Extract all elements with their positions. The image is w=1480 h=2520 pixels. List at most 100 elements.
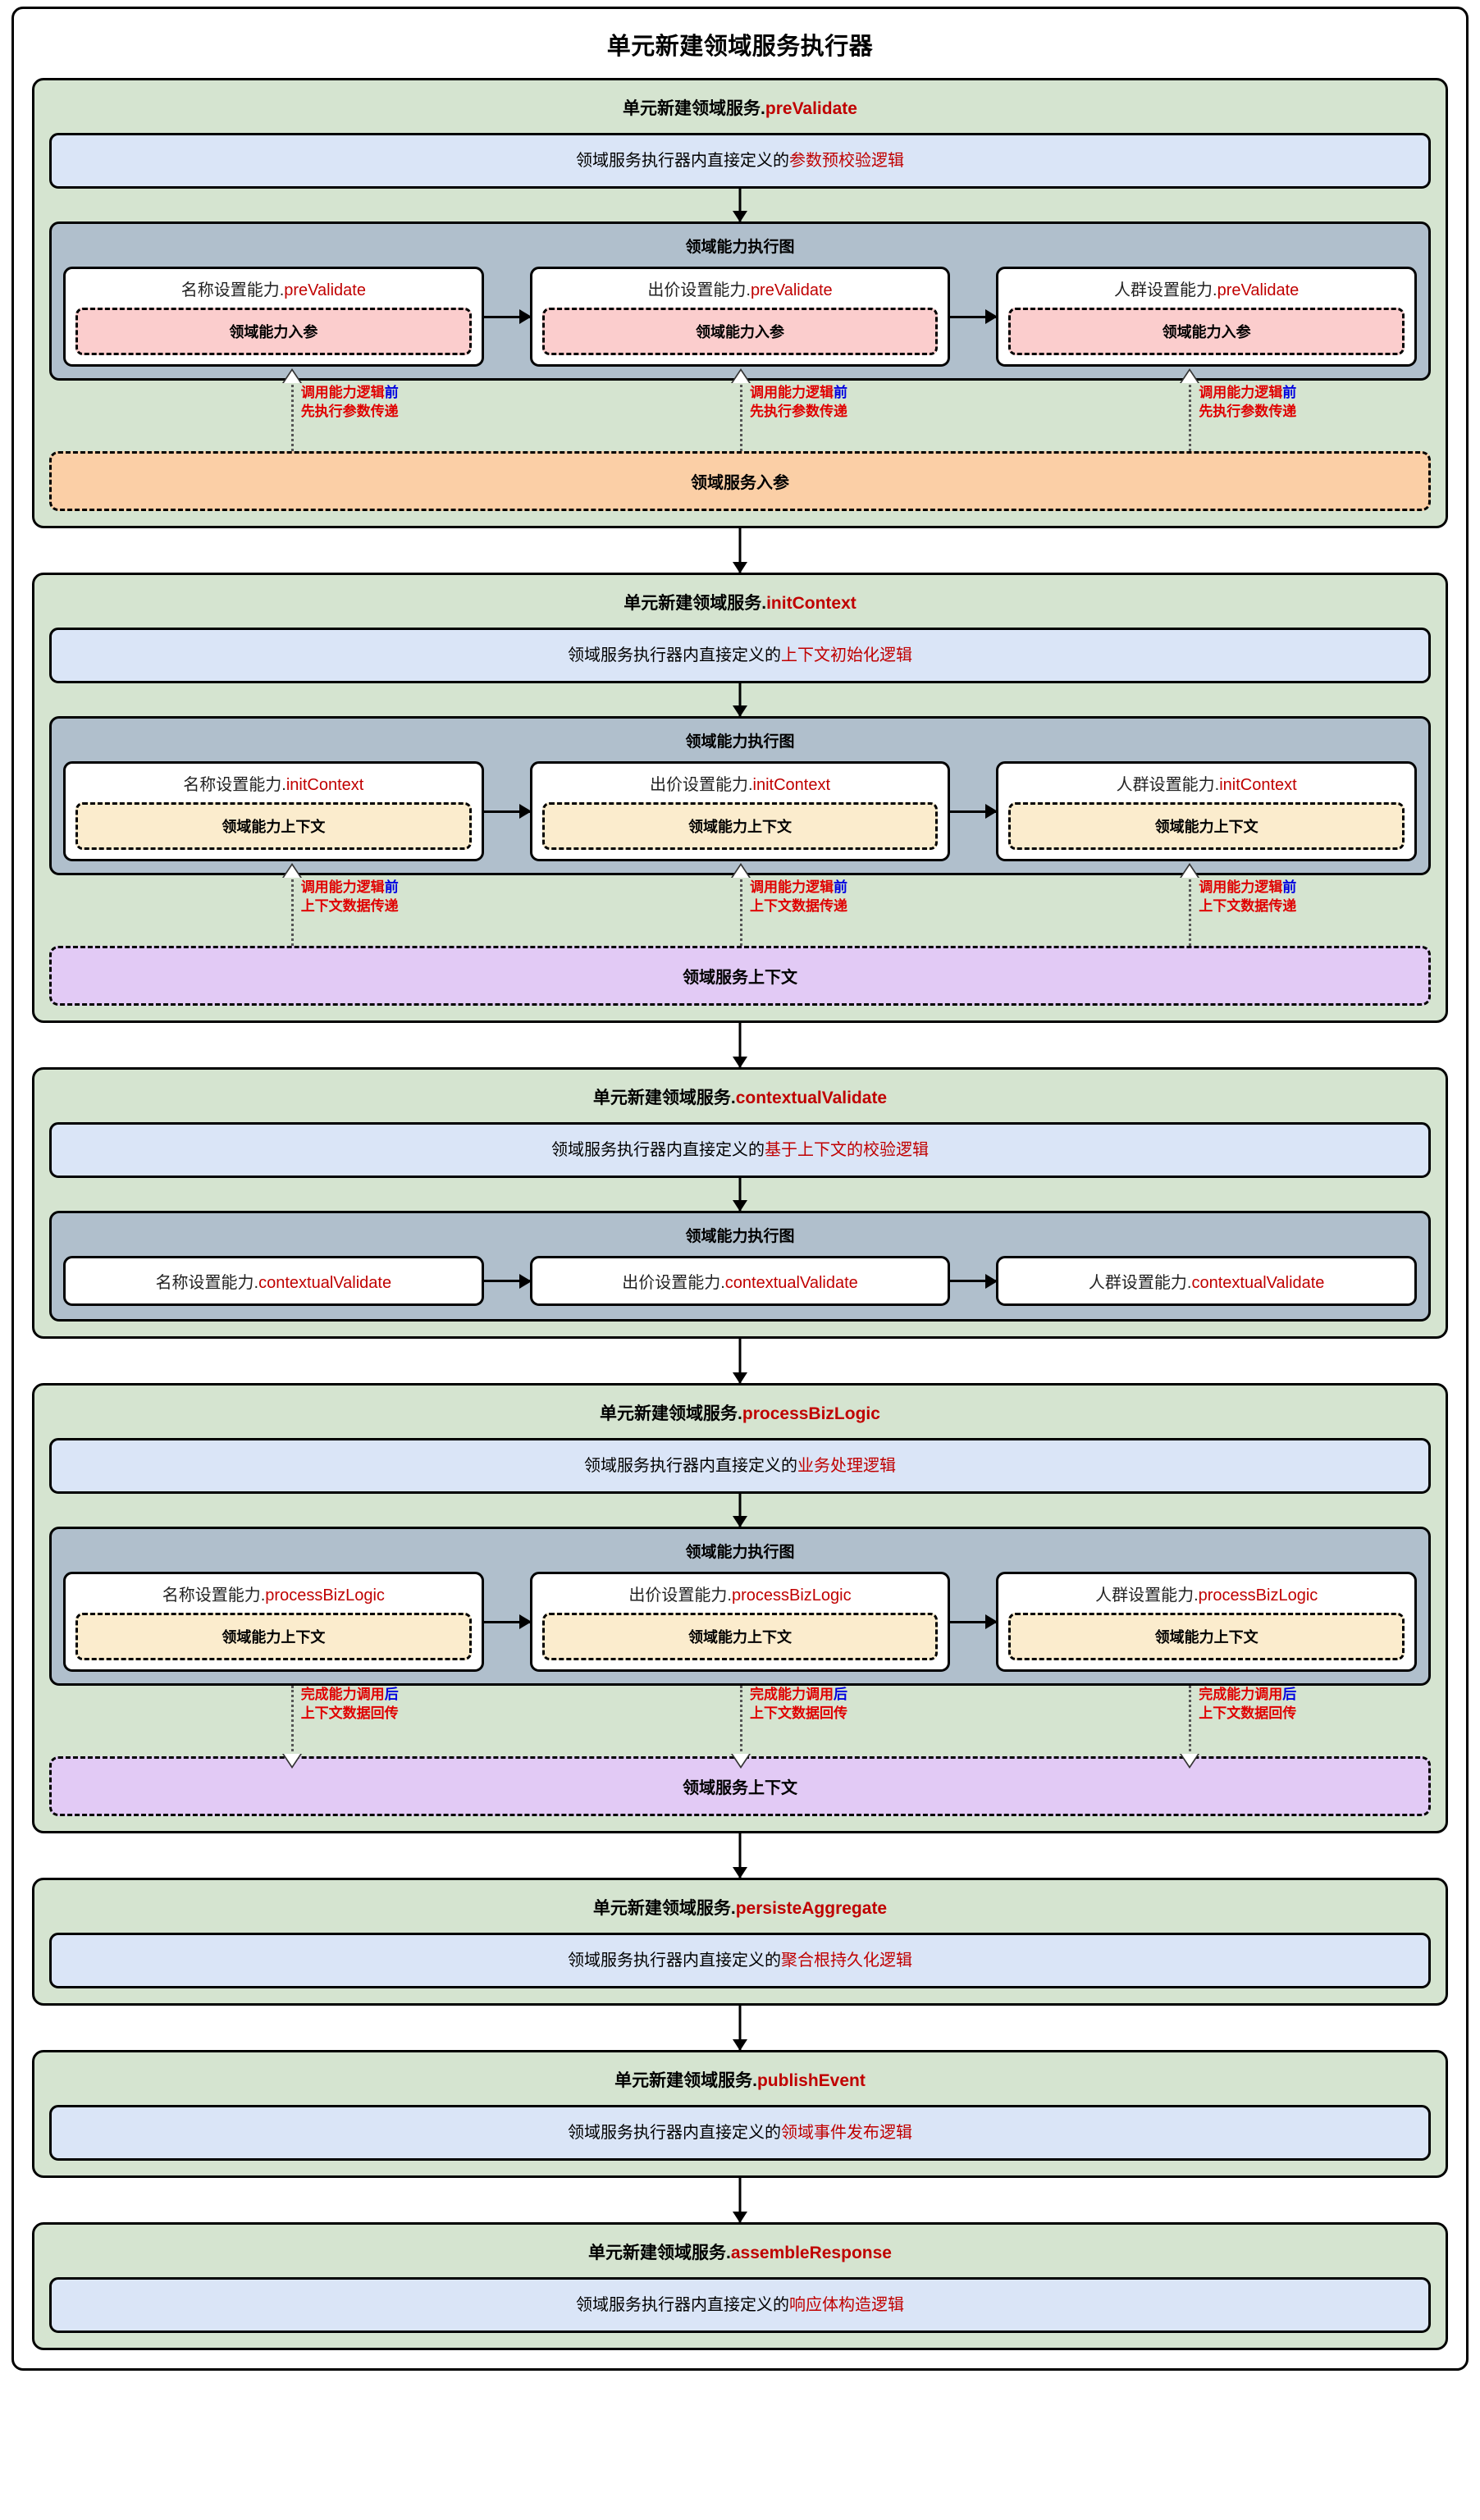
connector-arrowhead [733, 705, 747, 717]
transfer-label: 调用能力逻辑前上下文数据传递 [1199, 879, 1296, 916]
transfer-label-line2: 上下文数据传递 [300, 897, 399, 914]
capability-graph-title: 领域能力执行图 [685, 1228, 795, 1245]
connector-line [738, 1494, 742, 1527]
capability-method: processBizLogic [731, 1586, 852, 1605]
logic-bar-assembleResponse: 领域服务执行器内直接定义的响应体构造逻辑 [49, 2277, 1431, 2333]
transfer-label-line1-blue: 前 [834, 879, 847, 895]
logic-bar-processBizLogic: 领域服务执行器内直接定义的业务处理逻辑 [49, 1438, 1431, 1494]
transfer-label: 调用能力逻辑前先执行参数传递 [1199, 384, 1296, 422]
transfer-arrowhead [733, 1754, 749, 1766]
transfer-dashed-line [1189, 381, 1192, 451]
phase-connector-line [738, 1023, 742, 1067]
logic-prefix: 领域服务执行器内直接定义的 [576, 2296, 789, 2314]
connector-line [738, 189, 742, 221]
connector-arrowhead [733, 1200, 747, 1212]
transfer-arrowhead [283, 1754, 300, 1766]
logic-highlight: 参数预校验逻辑 [789, 152, 904, 170]
capability-name: 出价设置能力.processBizLogic [542, 1582, 939, 1605]
capability-box[interactable]: 出价设置能力.processBizLogic 领域能力上下文 [529, 1572, 951, 1672]
logic-prefix: 领域服务执行器内直接定义的 [568, 1952, 781, 1970]
phase-connector [14, 528, 1466, 573]
capability-box[interactable]: 名称设置能力.initContext 领域能力上下文 [63, 761, 484, 861]
capability-method: contextualValidate [258, 1274, 392, 1292]
capability-box[interactable]: 名称设置能力.contextualValidate [63, 1256, 484, 1306]
connector-arrowhead [733, 1516, 747, 1527]
connector-line [738, 1178, 742, 1211]
transfer-dashed-line [290, 381, 294, 451]
phase-service-name: 单元新建领域服务. [614, 2071, 757, 2090]
capability-box[interactable]: 出价设置能力.contextualValidate [529, 1256, 951, 1306]
phase-service-name: 单元新建领域服务. [624, 594, 767, 613]
capability-flow-arrow [483, 810, 530, 813]
phase-publishEvent: 单元新建领域服务.publishEvent 领域服务执行器内直接定义的领域事件发布… [32, 2050, 1448, 2178]
transfer-label-line2: 上下文数据传递 [1199, 897, 1297, 914]
phase-title-persisteAggregate: 单元新建领域服务.persisteAggregate [34, 1880, 1446, 1933]
transfer-label-line1-red: 调用能力逻辑 [750, 385, 834, 400]
capability-context-box: 领域能力上下文 [75, 802, 472, 850]
logic-highlight: 领域事件发布逻辑 [781, 2124, 912, 2142]
capability-context-box: 领域能力上下文 [75, 1613, 472, 1660]
phase-method-name: initContext [766, 594, 856, 613]
transfer-dashed-line [740, 875, 742, 946]
connector-to-capability-graph [34, 683, 1446, 717]
logic-bar-preValidate: 领域服务执行器内直接定义的参数预校验逻辑 [49, 133, 1431, 189]
capability-graph-contextualValidate: 领域能力执行图名称设置能力.contextualValidate 出价设置能力.c… [49, 1211, 1431, 1322]
logic-bar-publishEvent: 领域服务执行器内直接定义的领域事件发布逻辑 [49, 2105, 1431, 2161]
capability-graph-title: 领域能力执行图 [685, 733, 795, 751]
phase-title-contextualValidate: 单元新建领域服务.contextualValidate [34, 1070, 1446, 1122]
capability-name: 人群设置能力.processBizLogic [1008, 1582, 1405, 1605]
capability-method: preValidate [750, 281, 833, 299]
logic-prefix: 领域服务执行器内直接定义的 [568, 2124, 781, 2142]
capability-box[interactable]: 人群设置能力.contextualValidate [996, 1256, 1418, 1306]
capability-method: initContext [752, 776, 831, 794]
logic-highlight: 聚合根持久化逻辑 [781, 1952, 912, 1970]
phase-method-name: persisteAggregate [735, 1899, 888, 1918]
transfer-label: 完成能力调用后上下文数据回传 [1199, 1686, 1296, 1723]
transfer-label-line2: 先执行参数传递 [750, 403, 847, 419]
phase-connector [14, 1833, 1466, 1879]
phase-method-name: publishEvent [756, 2071, 866, 2090]
transfer-arrowhead [733, 371, 749, 383]
phase-connector-line [738, 2178, 742, 2222]
capability-name: 名称设置能力.preValidate [75, 276, 472, 300]
transfer-arrowhead [283, 371, 300, 383]
transfer-dashed-line [740, 381, 742, 451]
phase-connector-arrowhead [733, 1057, 747, 1068]
capability-name: 名称设置能力.initContext [75, 771, 472, 795]
transfer-label-line2: 上下文数据回传 [300, 1705, 399, 1721]
phase-title-preValidate: 单元新建领域服务.preValidate [34, 80, 1446, 133]
phase-service-name: 单元新建领域服务. [623, 99, 765, 118]
capability-flow-arrow [950, 1280, 997, 1282]
transfer-label-line2: 上下文数据传递 [750, 897, 847, 914]
service-context-box: 领域服务上下文 [49, 946, 1431, 1006]
capability-method: preValidate [1217, 281, 1300, 299]
capability-context-box: 领域能力上下文 [541, 1613, 939, 1660]
phase-connector [14, 1339, 1466, 1384]
capability-context-box: 领域能力上下文 [541, 802, 939, 850]
phase-connector-arrowhead [733, 1867, 747, 1879]
page-title: 单元新建领域服务执行器 [606, 34, 874, 60]
phase-connector-line [738, 1339, 742, 1383]
capability-box[interactable]: 名称设置能力.preValidate 领域能力入参 [63, 267, 484, 367]
capability-method: preValidate [284, 281, 366, 299]
capability-name: 名称设置能力.contextualValidate [74, 1269, 473, 1293]
logic-highlight: 基于上下文的校验逻辑 [765, 1141, 929, 1159]
capability-label: 名称设置能力. [155, 1274, 259, 1292]
capability-label: 出价设置能力. [628, 1586, 732, 1605]
capability-label: 人群设置能力. [1095, 1586, 1199, 1605]
capability-params-box: 领域能力入参 [75, 308, 472, 355]
capability-method: processBizLogic [1198, 1586, 1318, 1605]
transfer-label-line2: 上下文数据回传 [1199, 1705, 1297, 1721]
phase-connector-arrowhead [733, 1372, 747, 1384]
capability-params-box: 领域能力入参 [1008, 308, 1405, 355]
